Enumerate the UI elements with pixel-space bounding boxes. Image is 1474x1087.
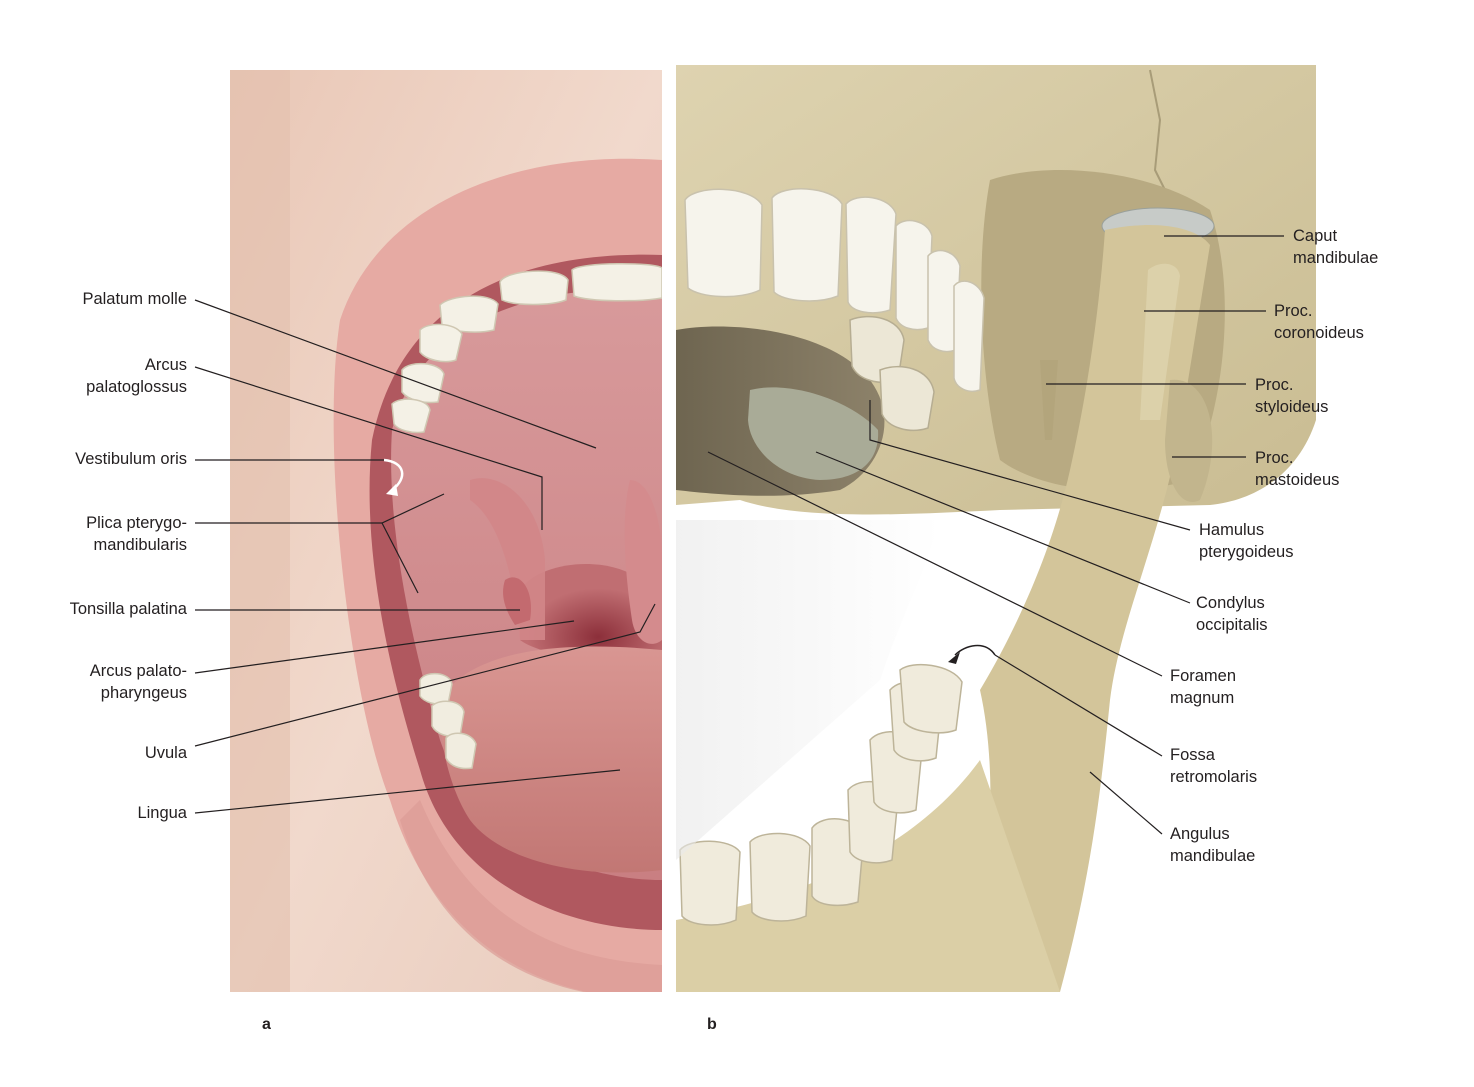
label-line: palatoglossus (86, 378, 187, 396)
label-line: magnum (1170, 689, 1235, 707)
label-caput-mandibulae: Caput mandibulae (1293, 225, 1378, 269)
label-line: mandibulae (1293, 249, 1379, 267)
label-fossa-retromolaris: Fossa retromolaris (1170, 744, 1257, 788)
label-line: Fossa (1170, 746, 1215, 764)
label-line: Palatum molle (82, 290, 187, 308)
leader-palatum-molle (194, 299, 597, 449)
label-lingua: Lingua (137, 802, 187, 824)
label-line: Proc. (1255, 449, 1294, 467)
leader-arcus-palatoglossus (194, 366, 543, 530)
label-line: retromolaris (1170, 768, 1258, 786)
leader-condylus-occipitalis (815, 451, 1191, 604)
label-tonsilla-palatina: Tonsilla palatina (70, 598, 187, 620)
label-condylus-occipitalis: Condylus occipitalis (1196, 592, 1268, 636)
label-foramen-magnum: Foramen magnum (1170, 665, 1236, 709)
label-line: Uvula (144, 744, 187, 762)
panel-label-a: a (262, 1016, 271, 1033)
label-line: Arcus (144, 356, 187, 374)
label-vestibulum-oris: Vestibulum oris (75, 448, 187, 470)
label-line: occipitalis (1196, 616, 1268, 634)
leader-foramen-magnum (707, 451, 1163, 677)
label-line: Arcus palato- (89, 662, 187, 680)
label-line: Foramen (1170, 667, 1237, 685)
leader-lingua (194, 769, 621, 814)
leader-plica-2 (381, 522, 419, 594)
label-proc-coronoideus: Proc. coronoideus (1274, 300, 1364, 344)
leader-arcus-palatopharyngeus (194, 620, 575, 674)
label-line: Condylus (1196, 594, 1265, 612)
label-line: Hamulus (1199, 521, 1265, 539)
label-line: pharyngeus (100, 684, 187, 702)
label-line: mastoideus (1255, 471, 1340, 489)
label-uvula: Uvula (145, 742, 187, 764)
label-arcus-palatopharyngeus: Arcus palato-pharyngeus (90, 660, 187, 704)
mouth-illustration (230, 70, 662, 992)
label-line: Lingua (137, 804, 187, 822)
label-angulus-mandibulae: Angulus mandibulae (1170, 823, 1255, 867)
leader-hamulus-pterygoideus (869, 400, 1191, 531)
label-line: pterygoideus (1199, 543, 1294, 561)
label-arcus-palatoglossus: Arcus palatoglossus (86, 354, 187, 398)
label-proc-mastoideus: Proc. mastoideus (1255, 447, 1339, 491)
label-line: Proc. (1274, 302, 1313, 320)
label-line: styloideus (1255, 398, 1329, 416)
label-hamulus-pterygoideus: Hamulus pterygoideus (1199, 519, 1293, 563)
label-line: Proc. (1255, 376, 1294, 394)
label-line: coronoideus (1274, 324, 1364, 342)
leader-lines (194, 235, 1284, 835)
leader-uvula (194, 603, 656, 747)
label-line: Plica pterygo- (86, 514, 187, 532)
skull-illustration (676, 65, 1316, 992)
leader-angulus-mandibulae (1089, 771, 1163, 835)
label-line: mandibularis (93, 536, 187, 554)
label-plica-pterygomandibularis: Plica pterygo-mandibularis (86, 512, 187, 556)
panel-label-b: b (707, 1016, 717, 1033)
label-line: Tonsilla palatina (69, 600, 187, 618)
label-line: mandibulae (1170, 847, 1256, 865)
leader-fossa-retromolaris (994, 654, 1163, 757)
label-palatum-molle: Palatum molle (82, 288, 187, 310)
label-line: Caput (1293, 227, 1338, 245)
label-line: Angulus (1170, 825, 1230, 843)
label-proc-styloideus: Proc. styloideus (1255, 374, 1328, 418)
label-line: Vestibulum oris (75, 450, 187, 468)
